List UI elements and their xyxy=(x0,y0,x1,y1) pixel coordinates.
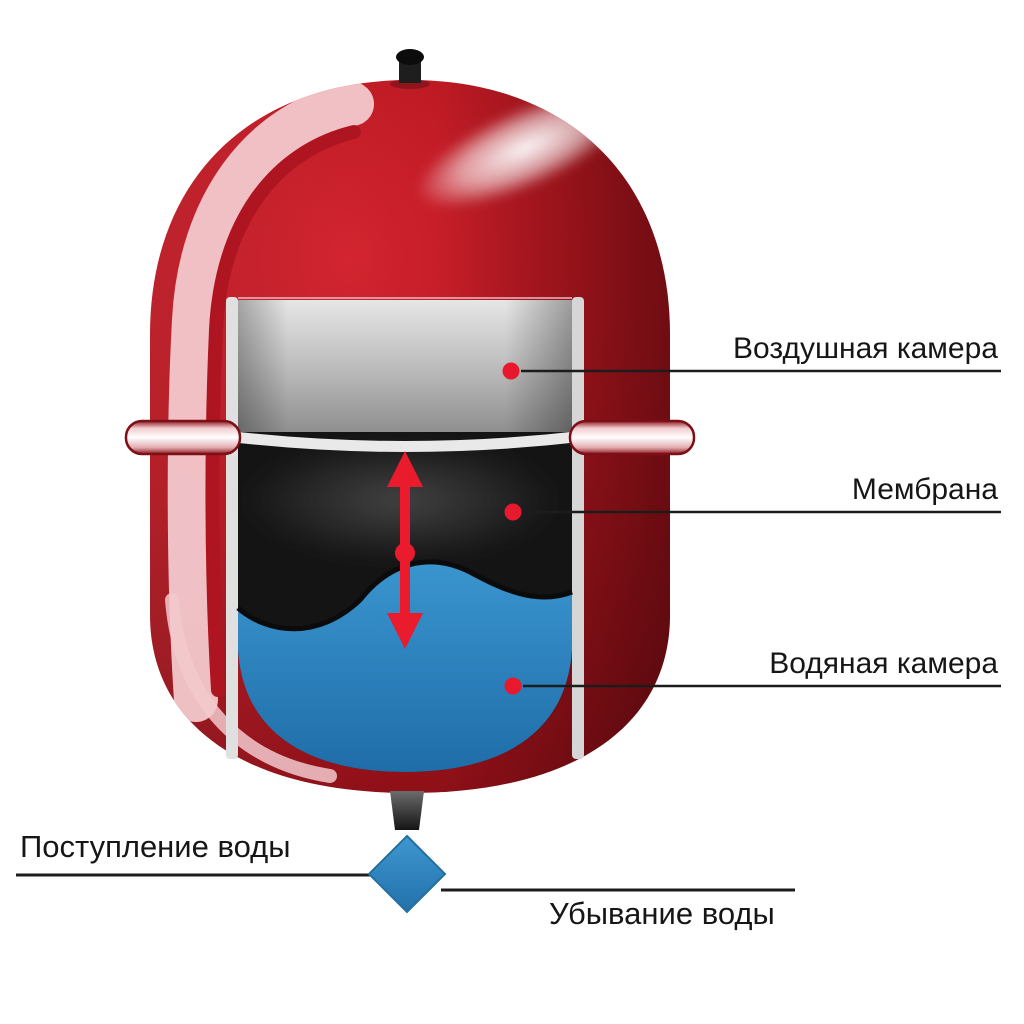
water-pipe xyxy=(390,791,424,830)
cut-edge-left xyxy=(226,297,238,759)
label-membrane: Мембрана xyxy=(852,473,998,506)
left-highlight-stripe xyxy=(167,82,374,722)
callout-dot-water-chamber xyxy=(504,677,522,695)
double-vertical-arrow-icon xyxy=(387,451,423,649)
callout-air-chamber: Воздушная камера xyxy=(502,332,1001,380)
label-water-outflow: Убывание воды xyxy=(549,896,775,931)
ring-stub-right xyxy=(568,419,696,456)
bottom-left-highlight-arc xyxy=(165,593,337,783)
down-arrow-head xyxy=(387,613,423,649)
flow-diamond-icon xyxy=(367,834,447,914)
label-water-chamber: Водяная камера xyxy=(769,647,998,680)
callout-dot-air-chamber xyxy=(502,362,520,380)
inner-red-stripe xyxy=(205,125,361,697)
cut-edge-right xyxy=(572,297,584,759)
air-chamber-lip xyxy=(230,431,580,452)
label-air-chamber: Воздушная камера xyxy=(733,332,998,365)
flow-annotations: Поступление воды Убывание воды xyxy=(16,829,795,931)
air-chamber-band-shading xyxy=(238,300,572,432)
ring-stub-left xyxy=(124,419,242,456)
water-chamber xyxy=(238,561,572,772)
air-valve xyxy=(390,49,430,89)
arrow-center-dot xyxy=(395,543,415,563)
callout-dot-membrane xyxy=(504,503,522,521)
air-valve-cap xyxy=(396,49,424,65)
up-arrow-head xyxy=(387,451,423,487)
callout-membrane: Мембрана xyxy=(504,473,1001,521)
callout-water-chamber: Водяная камера xyxy=(504,647,1001,695)
label-water-inflow: Поступление воды xyxy=(20,829,291,864)
